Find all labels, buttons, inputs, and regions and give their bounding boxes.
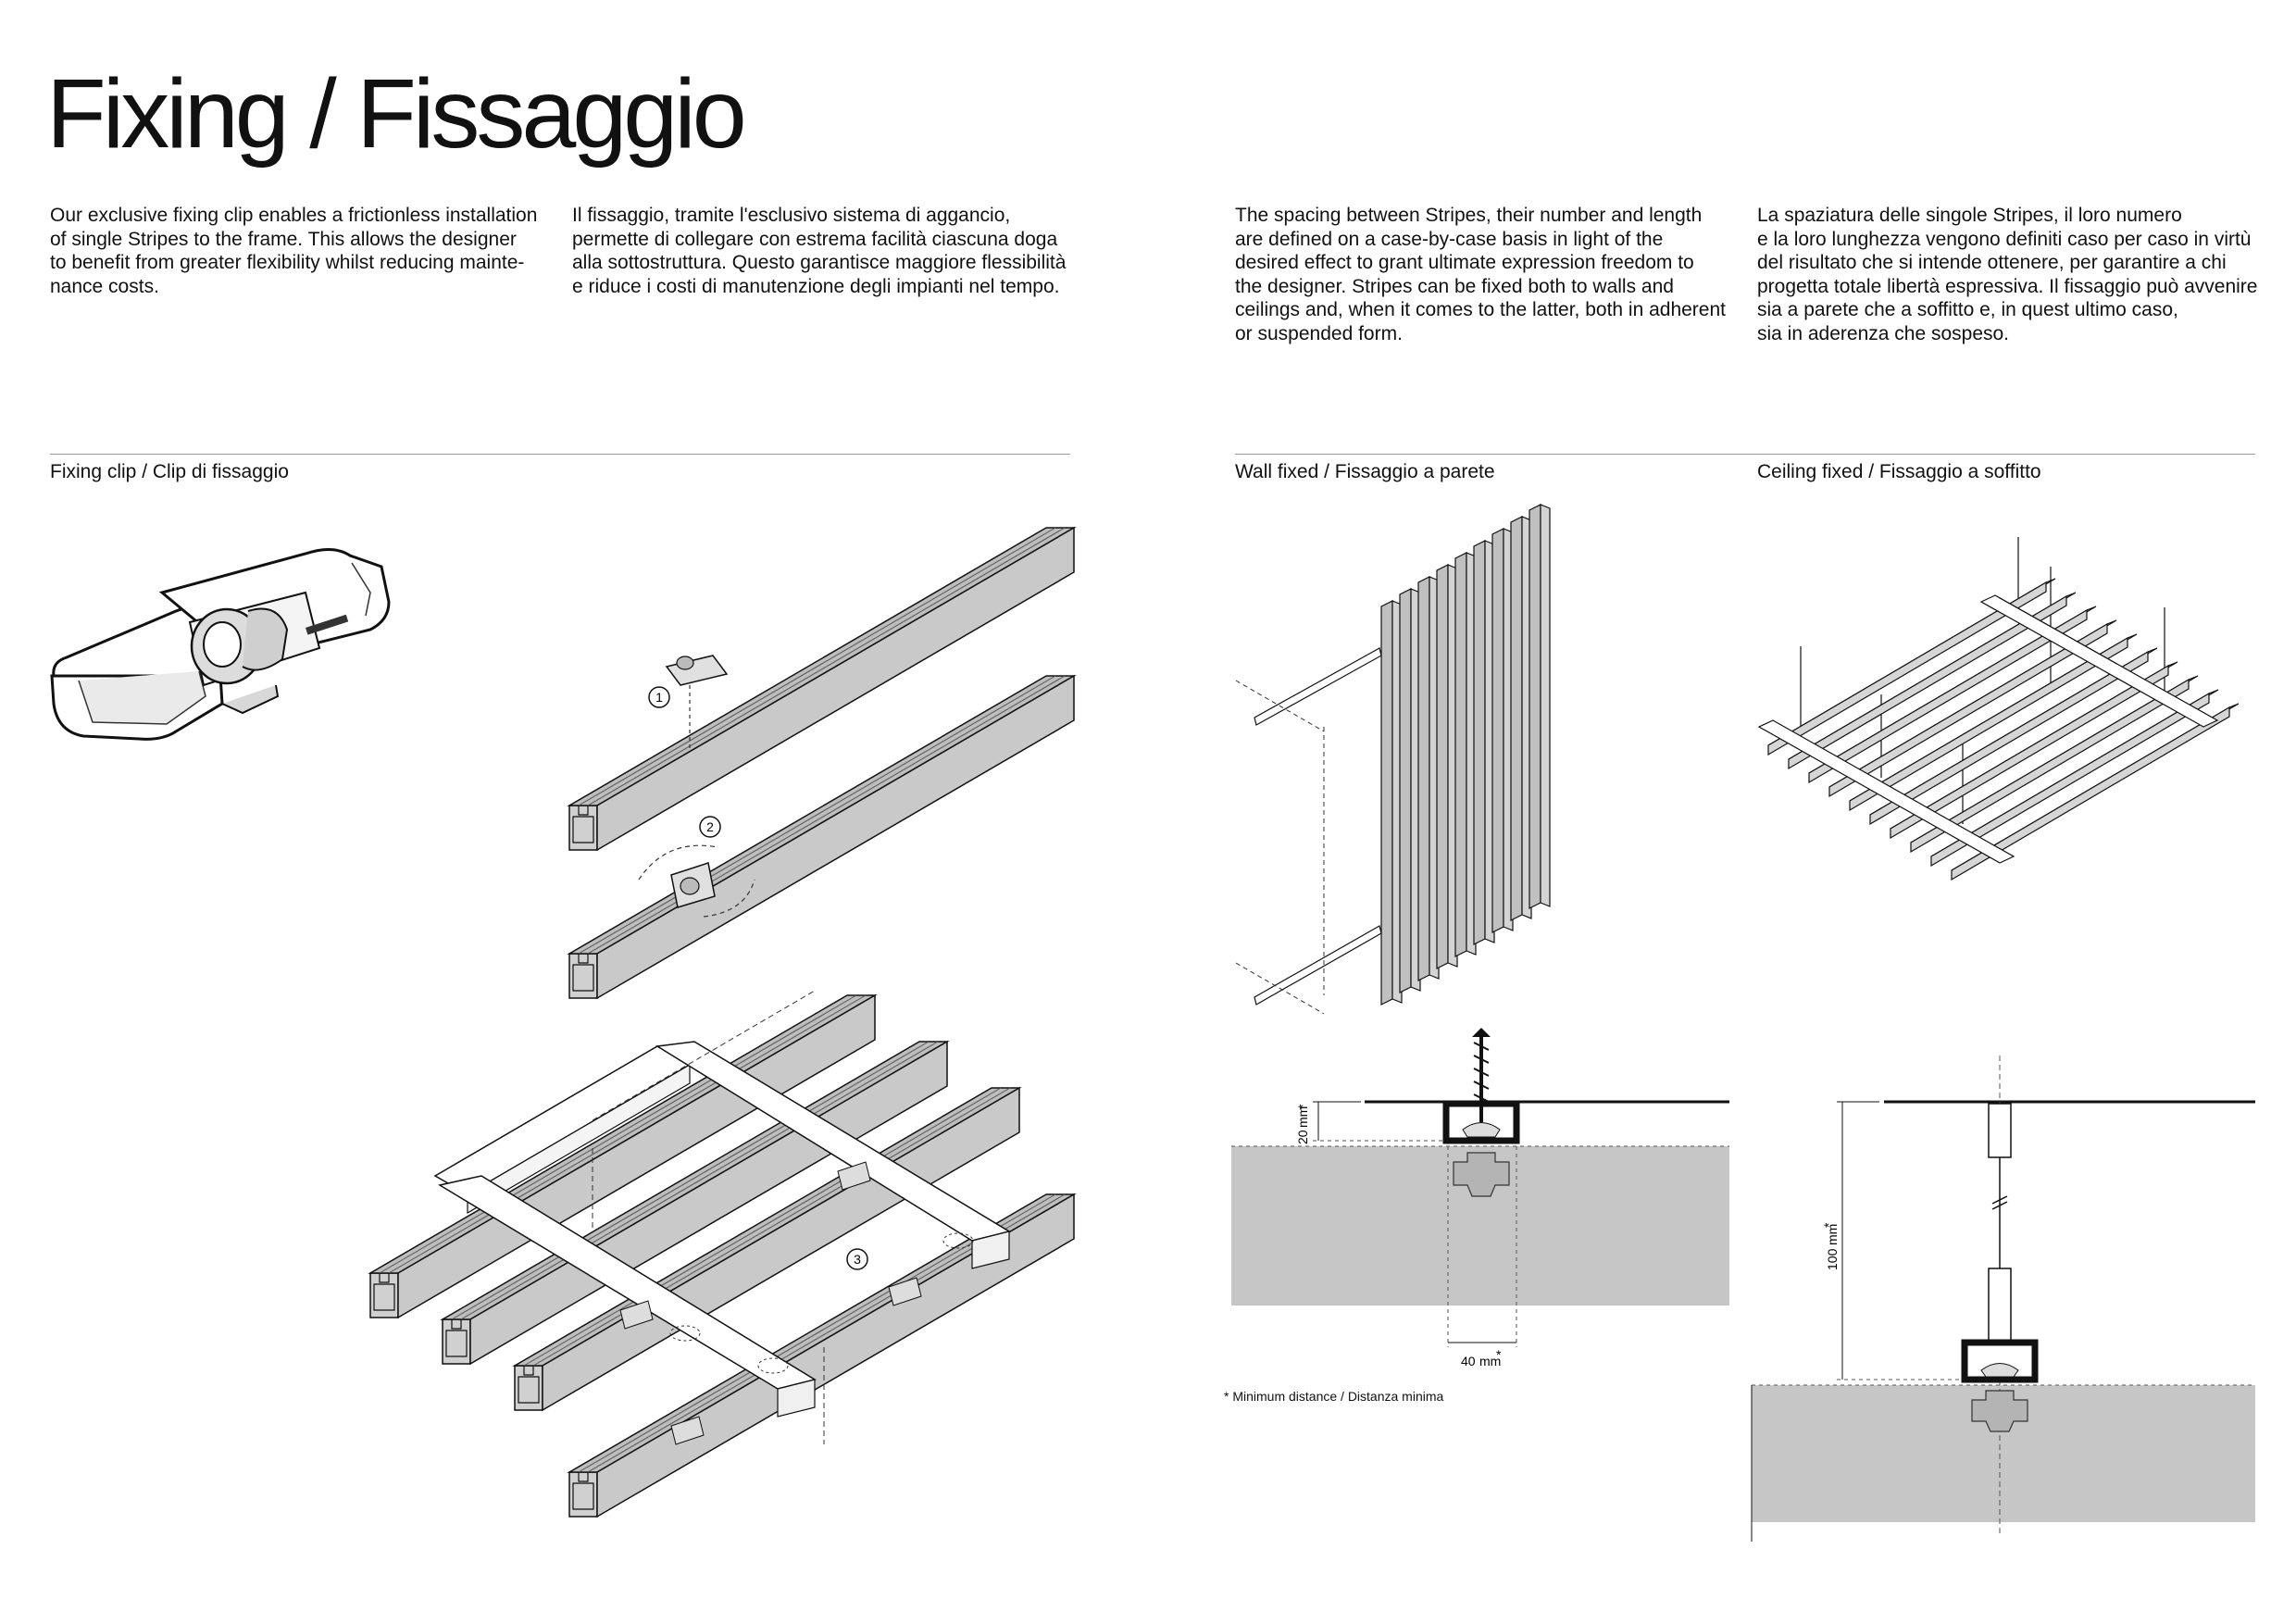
wall-section-detail <box>1231 1028 1729 1347</box>
wall-depth-value: 20 <box>1295 1130 1310 1144</box>
clip-step-1 <box>665 655 729 750</box>
label-fixing-clip: Fixing clip / Clip di fissaggio <box>50 461 289 482</box>
ceiling-drop-value: 100 <box>1825 1248 1840 1270</box>
step-marker-2: 2 <box>699 816 721 838</box>
clip-step-2 <box>638 844 755 918</box>
step-number-2: 2 <box>706 819 714 834</box>
step-marker-3: 3 <box>846 1248 868 1270</box>
ceiling-drop-asterisk: * <box>1821 1222 1836 1228</box>
label-ceiling-fixed: Ceiling fixed / Fissaggio a soffitto <box>1757 461 2041 482</box>
ceiling-drop-unit: mm <box>1825 1224 1840 1245</box>
grid-assembly <box>369 990 1075 1518</box>
intro-left-english: Our exclusive fixing clip enables a fric… <box>50 205 538 297</box>
step-number-3: 3 <box>854 1252 861 1267</box>
intro-left-italian: Il fissaggio, tramite l'esclusivo sistem… <box>572 205 1067 297</box>
wall-width-value: 40 <box>1461 1354 1476 1368</box>
label-wall-fixed: Wall fixed / Fissaggio a parete <box>1235 461 1495 482</box>
step-number-1: 1 <box>655 690 663 705</box>
step-marker-1: 1 <box>648 686 670 708</box>
wall-depth-asterisk: * <box>1295 1104 1310 1109</box>
rail-upper <box>568 527 1075 851</box>
section-rule-left <box>50 454 1070 455</box>
ceiling-fixed-illustration <box>1757 537 2240 881</box>
intro-right-italian: La spaziatura delle singole Stripes, il … <box>1757 205 2258 344</box>
section-rule-right <box>1235 454 2255 455</box>
wall-depth-unit: mm <box>1295 1106 1310 1128</box>
rail-middle <box>568 675 1075 999</box>
wall-width-unit: mm <box>1479 1354 1501 1368</box>
intro-right-english: The spacing between Stripes, their numbe… <box>1235 205 1726 344</box>
fixing-clip-illustration <box>50 548 391 741</box>
wall-fixed-illustration <box>1235 504 1551 1015</box>
page-title: Fixing / Fissaggio <box>46 59 747 169</box>
ceiling-section-detail <box>1751 1056 2255 1542</box>
wall-width-asterisk: * <box>1496 1347 1502 1362</box>
footnote: * Minimum distance / Distanza minima <box>1224 1389 1444 1404</box>
